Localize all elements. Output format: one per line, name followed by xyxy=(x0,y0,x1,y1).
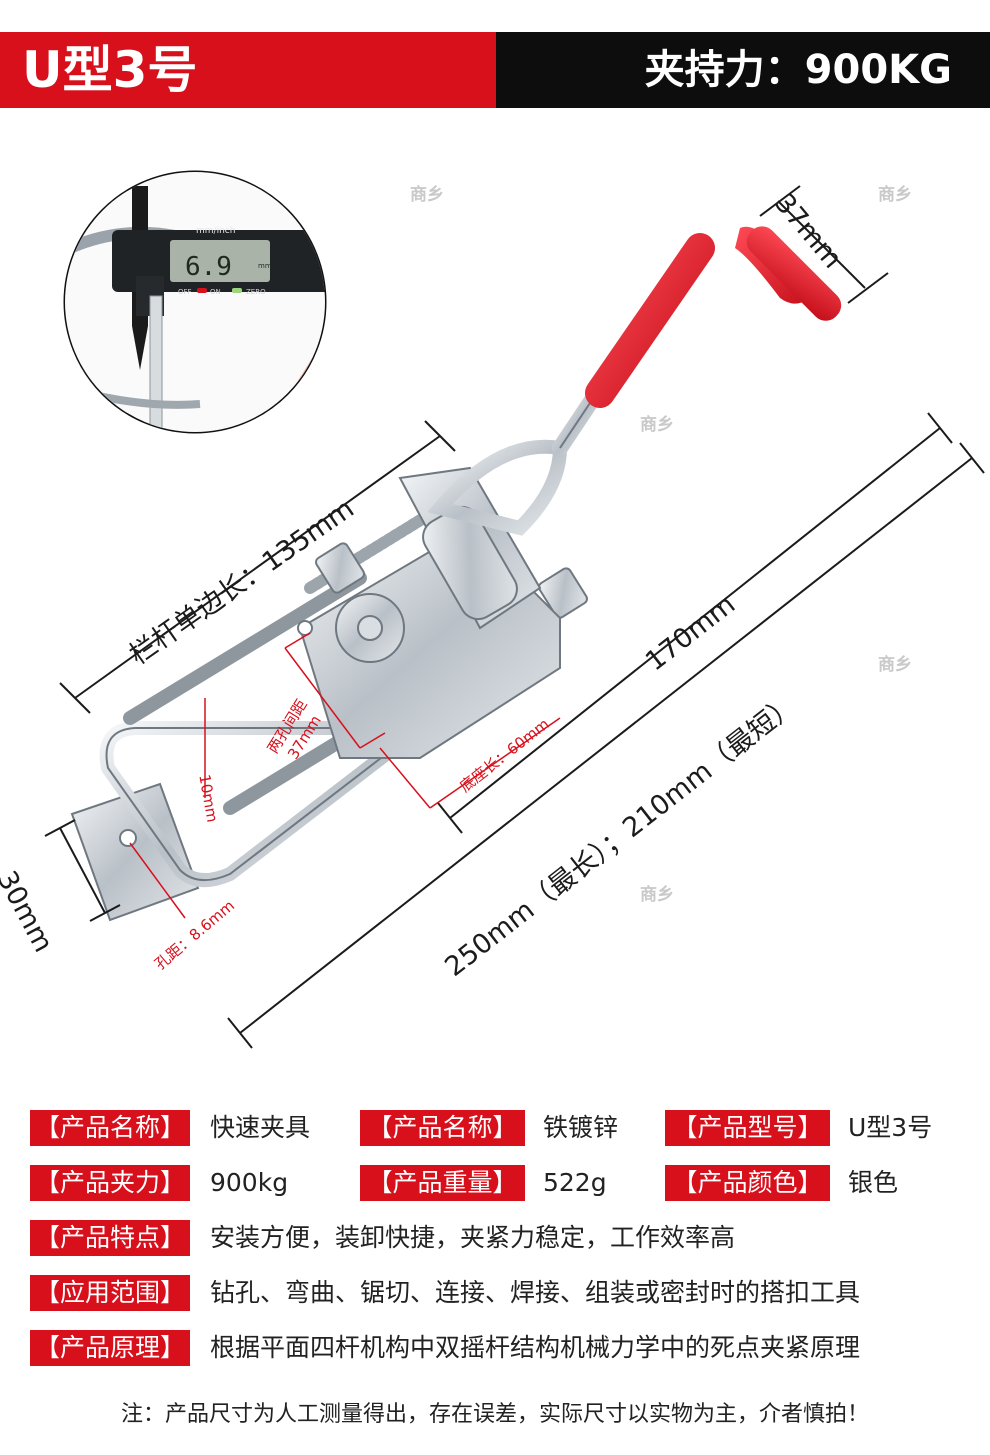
spec-label: 【应用范围】 xyxy=(30,1275,190,1311)
caliper-unit-label: mm/inch xyxy=(196,226,235,236)
dim-line-handle-width xyxy=(777,200,866,289)
caliper-off-button xyxy=(197,288,207,293)
header-force-panel: 夹持力：900KG xyxy=(496,32,990,108)
spec-value: 安装方便，装卸快捷，夹紧力稳定，工作效率高 xyxy=(210,1223,736,1252)
spec-label: 【产品重量】 xyxy=(360,1165,525,1201)
spec-label: 【产品夹力】 xyxy=(30,1165,190,1201)
watermark: 商乡 xyxy=(878,185,912,205)
spec-value: 900kg xyxy=(210,1168,289,1197)
spec-label: 【产品型号】 xyxy=(665,1110,830,1146)
header-model-panel: U型3号 xyxy=(0,32,496,108)
spec-value: 522g xyxy=(543,1168,607,1197)
spec-label: 【产品名称】 xyxy=(30,1110,190,1146)
spec-value: 钻孔、弯曲、锯切、连接、焊接、组装或密封时的搭扣工具 xyxy=(210,1278,861,1307)
dimension-lines xyxy=(44,185,985,1049)
spec-label: 【产品原理】 xyxy=(30,1330,190,1366)
watermark: 商乡 xyxy=(410,185,444,205)
caliper-reading: 6.9 xyxy=(185,252,232,282)
spec-value: 根据平面四杆机构中双摇杆结构机械力学中的死点夹紧原理 xyxy=(210,1333,861,1362)
spec-value: 银色 xyxy=(848,1168,899,1197)
model-title: U型3号 xyxy=(22,41,198,99)
dim-line-total-length xyxy=(239,457,973,1034)
spec-value: U型3号 xyxy=(848,1113,933,1142)
caliper-on-label: ON xyxy=(210,288,221,296)
caliper-zero-label: ZERO xyxy=(246,288,266,296)
caliper-off-label: OFF xyxy=(178,288,192,296)
header-banner: U型3号 夹持力：900KG xyxy=(0,32,990,108)
disclaimer-note: 注：产品尺寸为人工测量得出，存在误差，实际尺寸以实物为主，介者慎拍！ xyxy=(120,1402,869,1427)
caliper-zero-button xyxy=(232,288,242,293)
spec-value: 铁镀锌 xyxy=(543,1113,619,1142)
spec-value: 快速夹具 xyxy=(210,1113,311,1142)
clamp-illustration: mm/inch 6.9 mm OFF ON ZERO xyxy=(44,170,985,1049)
caliper-reading-unit: mm xyxy=(258,262,272,270)
watermark: 商乡 xyxy=(640,415,674,435)
spec-label: 【产品颜色】 xyxy=(665,1165,830,1201)
dim-line-base-width xyxy=(59,827,106,914)
watermark: 商乡 xyxy=(878,655,912,675)
caliper-inset: mm/inch 6.9 mm OFF ON ZERO xyxy=(63,170,327,434)
dim-line-rail-length xyxy=(74,435,441,699)
spec-label: 【产品特点】 xyxy=(30,1220,190,1256)
product-figure: mm/inch 6.9 mm OFF ON ZERO xyxy=(0,108,990,1088)
clamping-force-title: 夹持力：900KG xyxy=(644,47,952,93)
red-dimension-lines xyxy=(129,632,561,919)
spec-label: 【产品名称】 xyxy=(360,1110,525,1146)
dim-line-170 xyxy=(449,427,941,819)
clamp-body xyxy=(70,226,842,922)
watermark: 商乡 xyxy=(640,885,674,905)
